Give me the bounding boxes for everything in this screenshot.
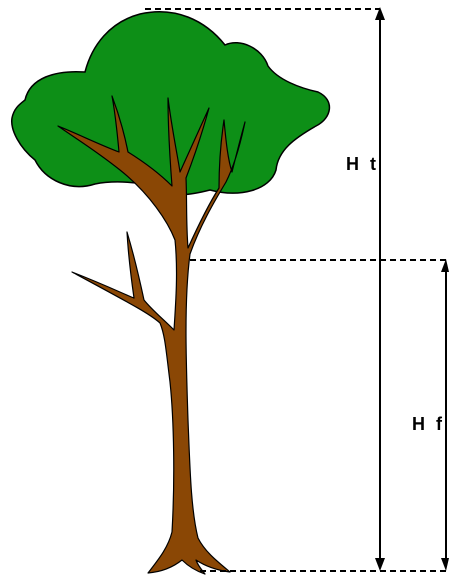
bole-height-label: H f bbox=[412, 414, 445, 434]
ht-arrowhead-bottom bbox=[375, 558, 385, 571]
hf-arrowhead-bottom bbox=[441, 558, 449, 571]
total-height-label: H t bbox=[346, 154, 379, 174]
